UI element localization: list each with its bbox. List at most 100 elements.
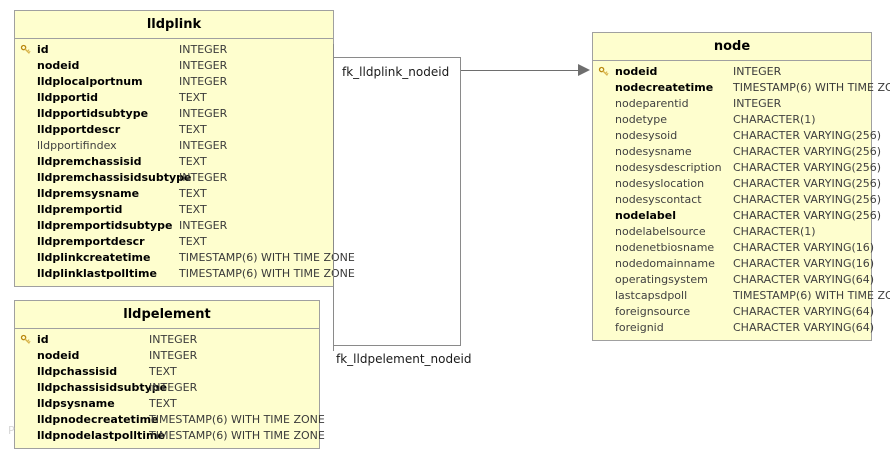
field-name: foreignsource bbox=[615, 305, 691, 318]
entity-title-lldplink: lldplink bbox=[15, 11, 333, 39]
field-row: lldplinkcreatetime TIMESTAMP(6) WITH TIME… bbox=[15, 250, 355, 266]
field-icon-placeholder bbox=[593, 256, 615, 272]
field-type: CHARACTER VARYING(256) bbox=[733, 193, 882, 206]
field-type: INTEGER bbox=[179, 107, 228, 120]
relationship-label-fk-lldpelement-nodeid[interactable]: fk_lldpelement_nodeid bbox=[333, 351, 475, 367]
field-icon-placeholder bbox=[593, 288, 615, 304]
field-type: INTEGER bbox=[149, 349, 198, 362]
field-name: nodetype bbox=[615, 113, 668, 126]
relationship-arrow-line bbox=[461, 70, 583, 71]
relationship-connector-stub-top bbox=[333, 44, 334, 58]
field-name: nodesyscontact bbox=[615, 193, 702, 206]
field-icon-placeholder bbox=[15, 186, 37, 202]
field-icon-placeholder bbox=[593, 160, 615, 176]
entity-title-node: node bbox=[593, 33, 871, 61]
field-icon-placeholder bbox=[593, 208, 615, 224]
field-name: lastcapsdpoll bbox=[615, 289, 688, 302]
field-type: TEXT bbox=[179, 91, 207, 104]
relationship-label-fk-lldplink-nodeid[interactable]: fk_lldplink_nodeid bbox=[339, 64, 453, 80]
field-name: lldpportdescr bbox=[37, 123, 121, 136]
field-type: INTEGER bbox=[179, 139, 228, 152]
field-type: TEXT bbox=[179, 203, 207, 216]
primary-key-icon bbox=[15, 42, 37, 58]
field-type: INTEGER bbox=[179, 219, 228, 232]
field-row: lldpremportid TEXT bbox=[15, 202, 333, 218]
field-name: lldpportifindex bbox=[37, 139, 117, 152]
field-name: lldpremportdescr bbox=[37, 235, 145, 248]
field-name: lldplinklastpolltime bbox=[37, 267, 157, 280]
field-icon-placeholder bbox=[593, 128, 615, 144]
field-name: nodesysdescription bbox=[615, 161, 722, 174]
field-name: lldplinkcreatetime bbox=[37, 251, 151, 264]
field-icon-placeholder bbox=[15, 58, 37, 74]
field-name: lldpportidsubtype bbox=[37, 107, 149, 120]
field-icon-placeholder bbox=[15, 364, 37, 380]
field-icon-placeholder bbox=[593, 192, 615, 208]
field-icon-placeholder bbox=[15, 380, 37, 396]
field-icon-placeholder bbox=[15, 202, 37, 218]
field-name: nodesyslocation bbox=[615, 177, 705, 190]
field-icon-placeholder bbox=[15, 122, 37, 138]
field-name: nodecreatetime bbox=[615, 81, 714, 94]
field-row: lldplocalportnum INTEGER bbox=[15, 74, 333, 90]
field-name: lldpremsysname bbox=[37, 187, 140, 200]
field-icon-placeholder bbox=[593, 240, 615, 256]
field-name: nodenetbiosname bbox=[615, 241, 715, 254]
field-icon-placeholder bbox=[15, 396, 37, 412]
field-row: lldpremportdescr TEXT bbox=[15, 234, 333, 250]
field-type: CHARACTER VARYING(16) bbox=[733, 241, 875, 254]
field-name: nodeparentid bbox=[615, 97, 689, 110]
field-type: INTEGER bbox=[179, 59, 228, 72]
field-name: nodelabelsource bbox=[615, 225, 706, 238]
field-type: INTEGER bbox=[179, 43, 228, 56]
field-row: nodecreatetime TIMESTAMP(6) WITH TIME ZON… bbox=[593, 80, 890, 96]
field-type: TIMESTAMP(6) WITH TIME ZONE bbox=[733, 81, 890, 94]
field-type: TIMESTAMP(6) WITH TIME ZONE bbox=[149, 413, 325, 426]
field-icon-placeholder bbox=[15, 234, 37, 250]
field-type: TIMESTAMP(6) WITH TIME ZONE bbox=[733, 289, 890, 302]
field-type: INTEGER bbox=[733, 65, 782, 78]
field-type: TIMESTAMP(6) WITH TIME ZONE bbox=[149, 429, 325, 442]
field-type: TIMESTAMP(6) WITH TIME ZONE bbox=[179, 251, 355, 264]
relationship-arrow-head-icon bbox=[578, 64, 590, 76]
field-name: nodesysoid bbox=[615, 129, 678, 142]
primary-key-icon bbox=[593, 64, 615, 80]
field-name: lldpchassisidsubtype bbox=[37, 381, 168, 394]
field-type: TEXT bbox=[179, 235, 207, 248]
field-icon-placeholder bbox=[15, 170, 37, 186]
relationship-connector-route bbox=[333, 57, 461, 346]
field-type: INTEGER bbox=[179, 75, 228, 88]
field-type: CHARACTER VARYING(64) bbox=[733, 305, 875, 318]
field-type: TEXT bbox=[149, 397, 177, 410]
field-name: lldpremchassisid bbox=[37, 155, 142, 168]
entity-title-lldpelement: lldpelement bbox=[15, 301, 319, 329]
field-name: lldpremportid bbox=[37, 203, 123, 216]
field-icon-placeholder bbox=[15, 428, 37, 444]
field-icon-placeholder bbox=[15, 106, 37, 122]
field-name: id bbox=[37, 333, 49, 346]
field-type: TEXT bbox=[179, 155, 207, 168]
field-name: lldplocalportnum bbox=[37, 75, 143, 88]
field-icon-placeholder bbox=[15, 74, 37, 90]
watermark-text: P bbox=[8, 424, 15, 437]
